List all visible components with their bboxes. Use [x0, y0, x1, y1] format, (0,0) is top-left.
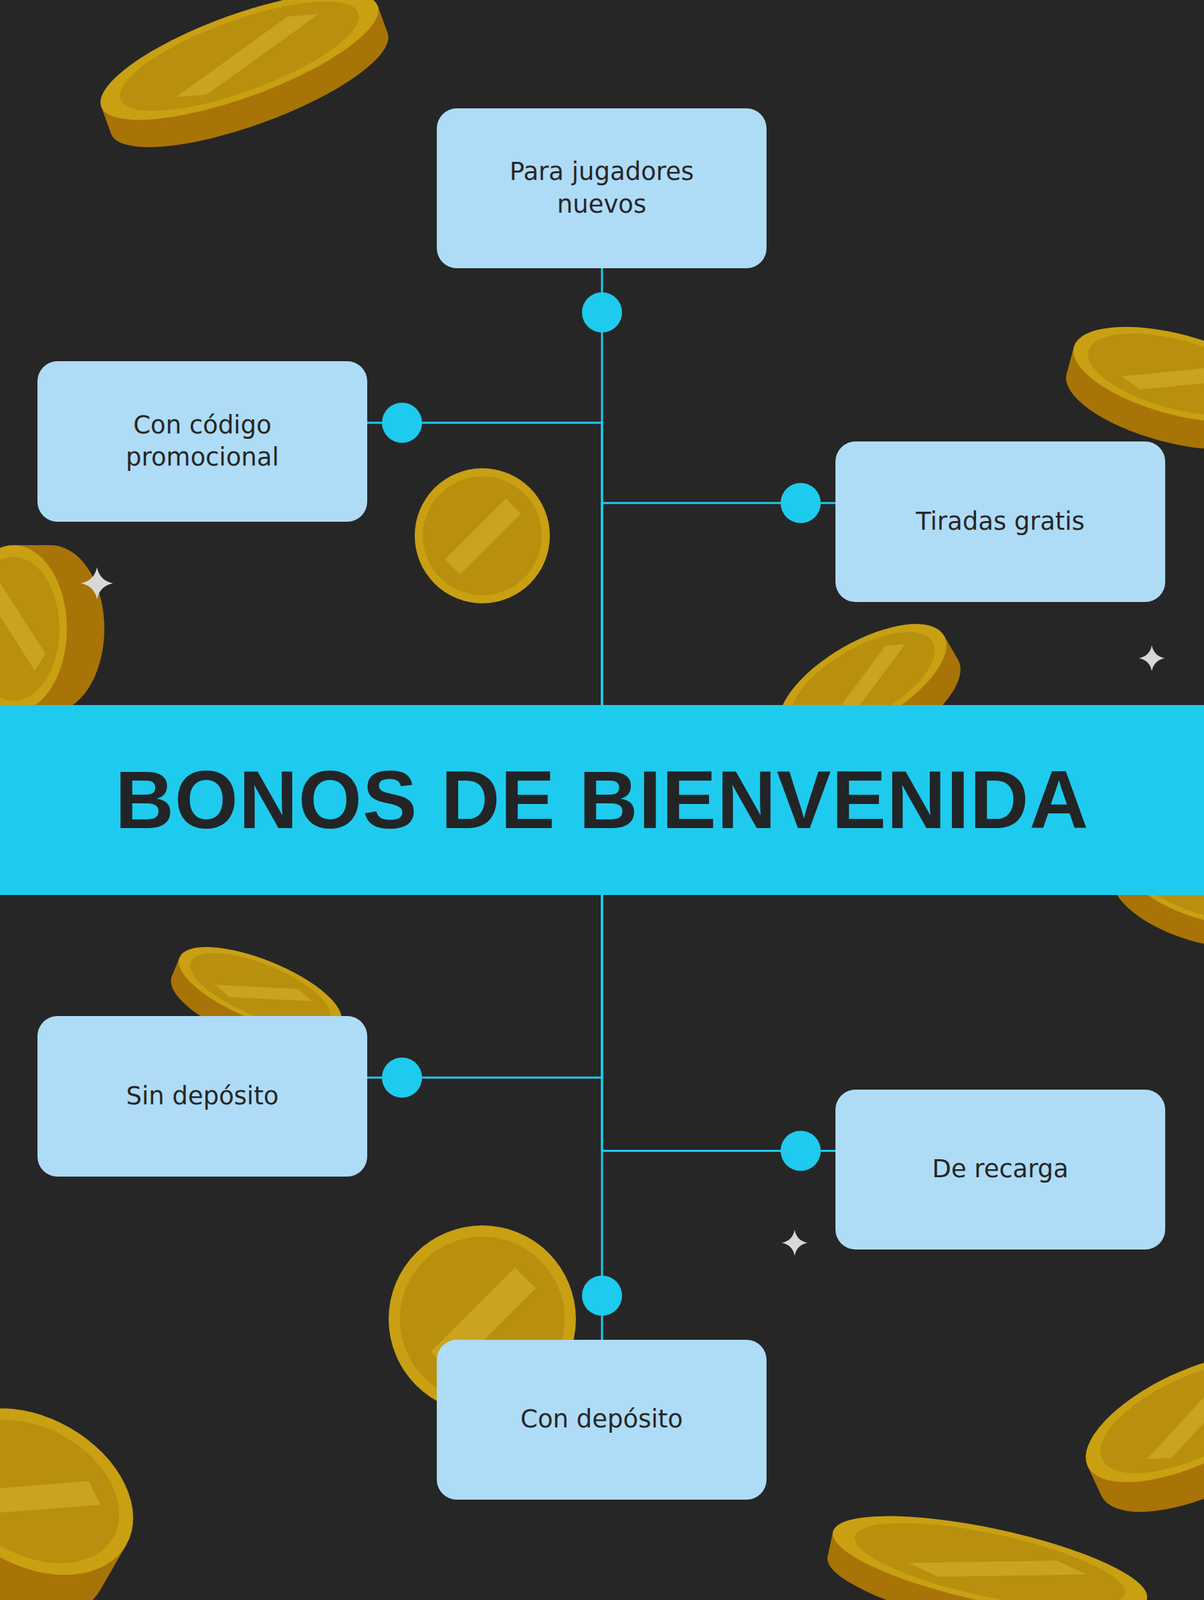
coin [1067, 1327, 1204, 1539]
connector-dot [581, 1275, 623, 1316]
title-text: BONOS DE BIENVENIDA [115, 753, 1089, 847]
bonus-box: Tiradas gratis [835, 441, 1166, 602]
connector-line [601, 894, 604, 1340]
connector-dot [780, 1131, 821, 1172]
coin [86, 0, 403, 173]
connector-dot [381, 1057, 423, 1098]
coin [820, 1495, 1155, 1600]
connector-dot [381, 402, 423, 443]
sparkle [1139, 645, 1165, 671]
bonus-box: Para jugadores nuevos [436, 108, 767, 269]
coin [0, 545, 105, 713]
bonus-box: Con depósito [436, 1339, 767, 1500]
connector-dot [581, 292, 623, 333]
connector-line [367, 894, 602, 1078]
bonus-box: Sin depósito [37, 1016, 368, 1177]
connector-dot [780, 482, 821, 524]
coin [0, 1374, 164, 1600]
bonus-box: De recarga [835, 1089, 1166, 1250]
box-label: Para jugadores nuevos [463, 155, 740, 221]
sparkle [781, 1230, 808, 1256]
connector-line [602, 894, 836, 1152]
box-label: Con código promocional [64, 409, 341, 474]
connector-line [367, 422, 602, 706]
coin [414, 468, 550, 604]
bonus-box: Con código promocional [37, 361, 368, 522]
box-label: Sin depósito [125, 1080, 279, 1113]
connector-line [602, 503, 836, 706]
box-label: Tiradas gratis [915, 505, 1085, 538]
sparkle [80, 567, 114, 600]
title-band: BONOS DE BIENVENIDA [0, 705, 1204, 895]
box-label: Con depósito [520, 1403, 683, 1436]
box-label: De recarga [932, 1153, 1069, 1186]
